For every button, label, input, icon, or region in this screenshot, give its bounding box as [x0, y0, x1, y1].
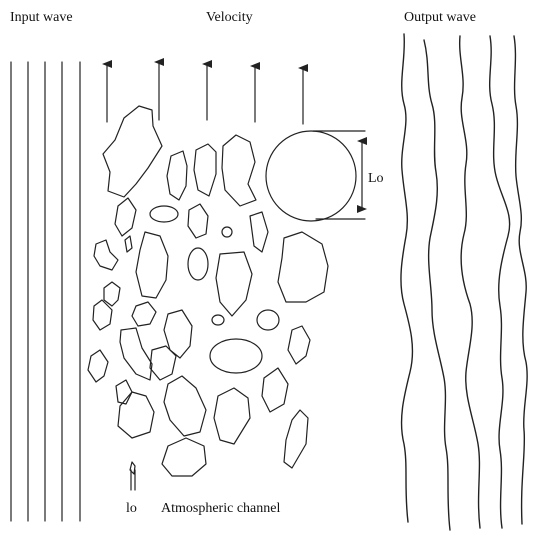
atmospheric-channel-label: Atmospheric channel [161, 502, 280, 516]
eddy [284, 410, 308, 468]
outer-scale-marker [266, 131, 365, 221]
outer-scale-label: Lo [368, 172, 384, 186]
velocity-arrows [107, 62, 303, 124]
output-wave-line [514, 36, 527, 524]
eddy [104, 282, 120, 306]
eddy [164, 376, 206, 436]
eddy [103, 106, 162, 197]
turbulent-eddies [88, 106, 328, 476]
eddy [125, 236, 132, 252]
output-wave-line [424, 40, 450, 530]
eddy [262, 368, 288, 412]
eddy [188, 204, 208, 238]
output-wave-line [490, 36, 510, 528]
eddy [94, 240, 118, 270]
input-wave-lines [11, 62, 80, 521]
eddy [188, 248, 208, 280]
eddy [167, 151, 187, 200]
eddy [194, 144, 216, 196]
eddy [257, 310, 279, 330]
output-wave-lines [401, 34, 527, 530]
eddy [214, 388, 250, 444]
output-wave-label: Output wave [404, 11, 476, 25]
eddy [222, 227, 232, 237]
eddy [136, 232, 168, 298]
eddy [164, 310, 192, 358]
eddy [288, 326, 310, 364]
eddy [278, 232, 328, 302]
input-wave-label: Input wave [10, 11, 73, 25]
eddy [210, 339, 262, 373]
eddy [88, 350, 108, 382]
output-wave-line [401, 34, 413, 522]
velocity-label: Velocity [206, 11, 253, 25]
eddy [116, 380, 132, 404]
eddy [216, 252, 252, 316]
eddy [120, 328, 152, 380]
eddy [212, 315, 224, 325]
eddy [222, 135, 256, 206]
outer-scale-eddy [266, 131, 356, 221]
eddy [150, 206, 178, 222]
eddy [115, 198, 136, 236]
inner-scale-label: lo [126, 502, 137, 516]
eddy [250, 212, 268, 252]
eddy [132, 302, 156, 326]
eddy [118, 392, 154, 438]
eddy [162, 438, 206, 476]
output-wave-line [460, 36, 480, 528]
